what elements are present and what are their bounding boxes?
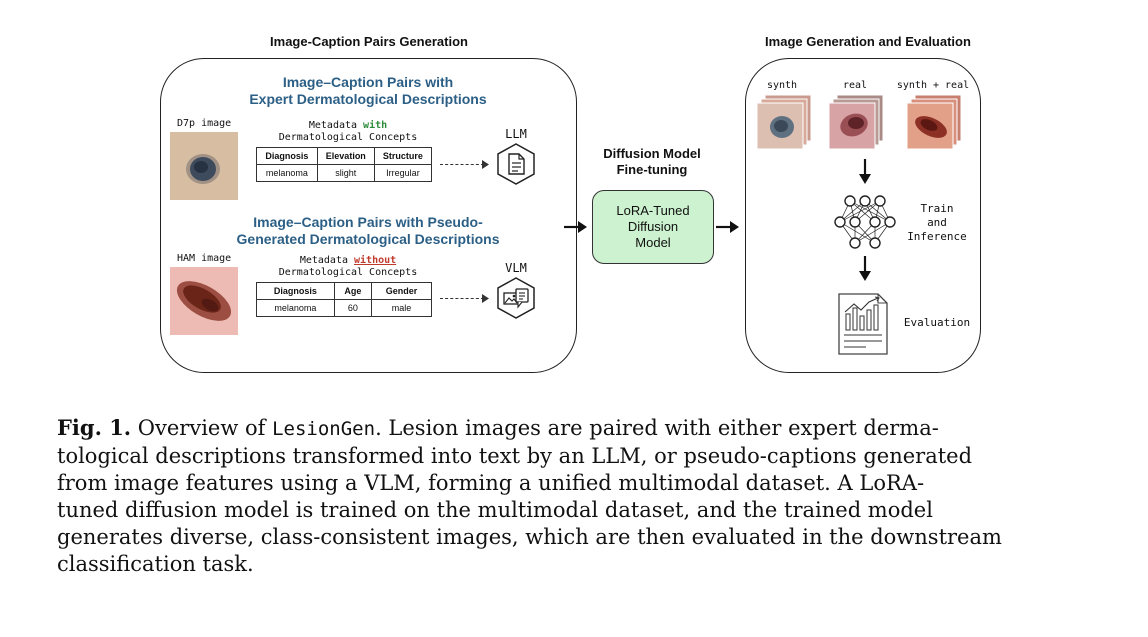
down-arrow-train — [859, 159, 871, 184]
d7p-lesion-image — [170, 132, 238, 200]
left-section-title: Image-Caption Pairs Generation — [270, 34, 468, 49]
table-cell: male — [371, 299, 432, 317]
expert-heading-line1: Image–Caption Pairs with — [282, 74, 454, 90]
pseudo-heading-line2: Generated Dermatological Descriptions — [236, 231, 500, 247]
arrow-to-generation — [716, 221, 739, 233]
real-label: real — [842, 80, 868, 91]
expert-metadata-caption: Metadata with Dermatological Concepts — [258, 120, 438, 144]
caption-line3: from image features using a VLM, forming… — [57, 471, 925, 495]
pseudo-dashed-arrow-line — [440, 298, 484, 299]
expert-metadata-table: Diagnosis Elevation Structure melanoma s… — [256, 147, 433, 182]
caption-line6: classification task. — [57, 552, 254, 576]
ham-lesion-image — [170, 267, 238, 335]
d7p-lesion-drawing — [170, 132, 238, 200]
ham-image-label: HAM image — [177, 253, 232, 264]
table-cell: 60 — [333, 299, 373, 317]
d7p-image-label: D7p image — [177, 118, 232, 129]
lora-box-line2: Diffusion — [627, 219, 679, 234]
pseudo-metadata-line2: Dermatological Concepts — [278, 267, 418, 278]
ham-lesion-drawing — [170, 267, 238, 335]
table-cell: melanoma — [256, 299, 335, 317]
caption-rest: . Lesion images are paired with either e… — [375, 416, 939, 440]
lora-box-line1: LoRA-Tuned — [616, 203, 690, 218]
table-header: Elevation — [316, 147, 375, 165]
table-header: Structure — [373, 147, 433, 165]
llm-label: LLM — [505, 127, 527, 141]
caption-line1: Fig. 1. Overview of LesionGen. Lesion im… — [57, 414, 1097, 443]
expert-metadata-line2: Dermatological Concepts — [278, 132, 418, 143]
right-section-title: Image Generation and Evaluation — [765, 34, 971, 49]
document-icon — [497, 143, 535, 185]
table-header: Diagnosis — [256, 147, 318, 165]
middle-title-line1: Diffusion Model — [603, 146, 701, 161]
image-text-icon — [497, 277, 535, 319]
middle-title-line2: Fine-tuning — [616, 162, 688, 177]
real-image-stack — [828, 95, 884, 150]
pseudo-metadata-prefix: Metadata — [299, 255, 355, 266]
evaluation-report-icon — [838, 293, 888, 355]
caption-lead: Overview of — [131, 416, 273, 440]
down-arrow-evaluation — [859, 256, 871, 281]
vlm-label: VLM — [505, 261, 527, 275]
train-line1: Train — [920, 202, 954, 215]
table-header: Age — [333, 282, 373, 300]
table-header: Gender — [371, 282, 432, 300]
table-cell: melanoma — [256, 164, 318, 182]
caption-line4: tuned diffusion model is trained on the … — [57, 498, 933, 522]
pseudo-metadata-table: Diagnosis Age Gender melanoma 60 male — [256, 282, 432, 317]
figure-caption: Fig. 1. Overview of LesionGen. Lesion im… — [57, 414, 1097, 578]
arrow-to-diffusion — [564, 221, 587, 233]
table-header: Diagnosis — [256, 282, 335, 300]
expert-arrow-head — [482, 160, 489, 169]
caption-code-name: LesionGen — [272, 418, 376, 440]
expert-heading: Image–Caption Pairs with Expert Dermatol… — [200, 74, 536, 108]
lora-diffusion-model-box: LoRA-Tuned Diffusion Model — [592, 190, 714, 264]
synth-real-image-stack — [906, 95, 962, 150]
metadata-with-keyword: with — [363, 120, 388, 131]
figure-label: Fig. 1. — [57, 415, 132, 440]
train-line2: and — [927, 216, 947, 229]
expert-heading-line2: Expert Dermatological Descriptions — [249, 91, 487, 107]
middle-section-title: Diffusion Model Fine-tuning — [578, 146, 726, 178]
synth-image-stack — [756, 95, 812, 150]
table-cell: slight — [316, 164, 375, 182]
lora-box-line3: Model — [635, 235, 671, 250]
expert-dashed-arrow-line — [440, 164, 484, 165]
caption-line5: generates diverse, class-consistent imag… — [57, 525, 1002, 549]
expert-metadata-prefix: Metadata — [308, 120, 364, 131]
train-line3: Inference — [907, 230, 967, 243]
pseudo-arrow-head — [482, 294, 489, 303]
pseudo-heading: Image–Caption Pairs with Pseudo- Generat… — [190, 214, 546, 248]
evaluation-label: Evaluation — [903, 316, 971, 329]
synth-real-label: synth + real — [896, 80, 970, 91]
metadata-without-keyword: without — [354, 255, 397, 266]
synth-label: synth — [766, 80, 798, 91]
neural-network-icon — [834, 195, 896, 249]
caption-line2: tological descriptions transformed into … — [57, 444, 973, 468]
pseudo-metadata-caption: Metadata without Dermatological Concepts — [258, 255, 438, 279]
table-cell: Irregular — [373, 164, 433, 182]
train-inference-label: Train and Inference — [904, 202, 970, 244]
pseudo-heading-line1: Image–Caption Pairs with Pseudo- — [253, 214, 483, 230]
